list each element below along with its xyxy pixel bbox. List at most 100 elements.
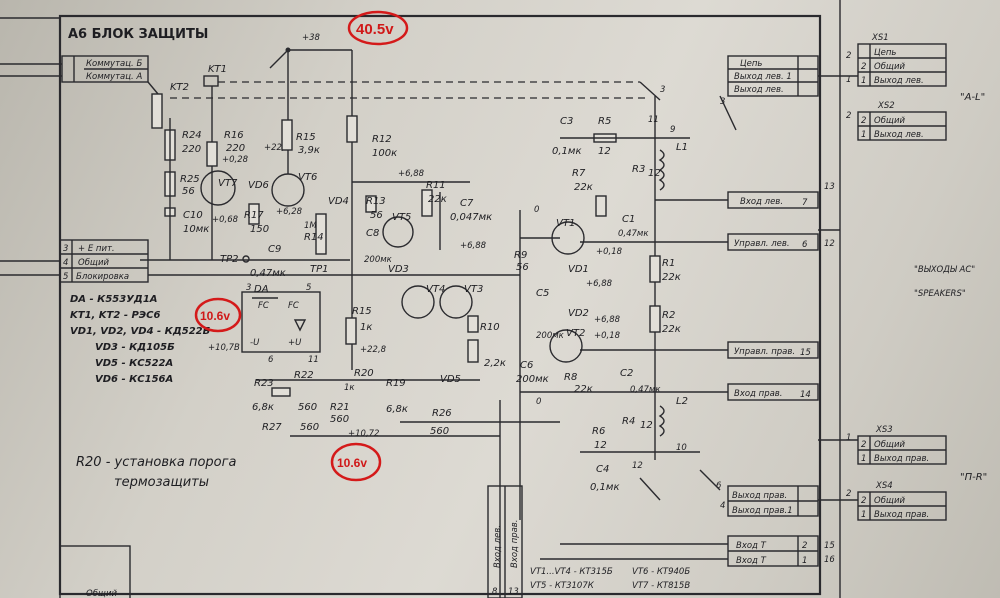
svg-text:Выход лев.: Выход лев. bbox=[734, 85, 784, 95]
footer-types-3: VT6 - КТ940Б bbox=[632, 567, 690, 577]
svg-text:1: 1 bbox=[802, 556, 807, 566]
svg-text:R3: R3 bbox=[632, 164, 645, 175]
svg-text:VT4: VT4 bbox=[426, 284, 445, 295]
left-pin-common: Общий bbox=[78, 258, 109, 268]
svg-text:R5: R5 bbox=[598, 116, 611, 127]
svg-text:L1: L1 bbox=[676, 142, 688, 153]
svg-text:R10: R10 bbox=[480, 322, 500, 333]
svg-text:R13: R13 bbox=[366, 196, 386, 207]
svg-text:3,9к: 3,9к bbox=[298, 145, 320, 156]
svg-text:VD5: VD5 bbox=[440, 374, 461, 385]
svg-text:12: 12 bbox=[640, 420, 653, 431]
svg-text:2: 2 bbox=[861, 496, 866, 506]
svg-text:0,47мк: 0,47мк bbox=[618, 229, 649, 239]
svg-text:16: 16 bbox=[824, 555, 835, 565]
svg-text:3: 3 bbox=[63, 244, 68, 254]
svg-text:VT5: VT5 bbox=[392, 212, 411, 223]
svg-text:14: 14 bbox=[800, 390, 811, 400]
svg-text:FC: FC bbox=[258, 301, 269, 311]
svg-text:R27: R27 bbox=[262, 422, 282, 433]
svg-text:Выход прав.: Выход прав. bbox=[874, 510, 929, 520]
transistor-vt2 bbox=[549, 329, 583, 363]
svg-text:10: 10 bbox=[676, 443, 687, 453]
svg-text:560: 560 bbox=[430, 426, 449, 437]
label-relay-kt1: KT1 bbox=[208, 64, 227, 75]
svg-text:VT2: VT2 bbox=[566, 328, 585, 339]
svg-text:12: 12 bbox=[824, 239, 835, 249]
svg-text:Вход прав.: Вход прав. bbox=[510, 519, 520, 568]
svg-text:3: 3 bbox=[660, 85, 665, 95]
svg-text:0,1мк: 0,1мк bbox=[590, 482, 620, 493]
svg-text:VD3: VD3 bbox=[388, 264, 409, 275]
left-conn-commut-a: Коммутац. А bbox=[86, 72, 142, 82]
svg-text:12: 12 bbox=[648, 168, 661, 179]
svg-text:3: 3 bbox=[246, 283, 251, 293]
lower-left-block bbox=[59, 545, 131, 598]
svg-text:2: 2 bbox=[846, 51, 851, 61]
svg-text:0,47мк: 0,47мк bbox=[630, 385, 661, 395]
svg-text:R16: R16 bbox=[224, 130, 244, 141]
svg-text:11: 11 bbox=[648, 115, 659, 125]
svg-text:R23: R23 bbox=[254, 378, 274, 389]
svg-text:Цепь: Цепь bbox=[874, 48, 896, 58]
svg-text:2,2к: 2,2к bbox=[484, 358, 506, 369]
svg-text:TP2: TP2 bbox=[220, 254, 239, 265]
svg-text:Общий: Общий bbox=[874, 62, 905, 72]
svg-text:XS1: XS1 bbox=[871, 33, 889, 43]
conn-xs1 bbox=[857, 43, 947, 87]
svg-text:6: 6 bbox=[268, 355, 274, 365]
svg-text:150: 150 bbox=[250, 224, 269, 235]
svg-text:0,47мк: 0,47мк bbox=[250, 268, 286, 279]
parts-list-line5: VD5 - КС522А bbox=[95, 358, 173, 369]
svg-text:1: 1 bbox=[846, 75, 851, 85]
parts-list-line3: VD1, VD2, VD4 - КД522Б bbox=[70, 326, 211, 337]
svg-text:R19: R19 bbox=[386, 378, 406, 389]
svg-text:200мк: 200мк bbox=[364, 255, 393, 265]
svg-text:"П-R": "П-R" bbox=[960, 472, 987, 483]
note-line1: R20 - установка порога bbox=[76, 455, 236, 470]
svg-text:R4: R4 bbox=[622, 416, 635, 427]
pin-in-left: Вход лев. bbox=[740, 197, 783, 207]
svg-text:200мк: 200мк bbox=[536, 331, 565, 341]
svg-text:+22,8: +22,8 bbox=[264, 143, 291, 153]
transistor-vt5 bbox=[382, 216, 414, 248]
svg-text:C4: C4 bbox=[596, 464, 609, 475]
svg-text:Выход прав.: Выход прав. bbox=[874, 454, 929, 464]
parts-list-line2: KT1, KT2 - РЭС6 bbox=[70, 310, 160, 321]
svg-text:R26: R26 bbox=[432, 408, 452, 419]
svg-text:Выход лев.: Выход лев. bbox=[874, 130, 924, 140]
svg-text:22к: 22к bbox=[662, 272, 681, 283]
svg-text:TP1: TP1 bbox=[310, 264, 329, 275]
svg-text:2: 2 bbox=[802, 541, 807, 551]
svg-text:FC: FC bbox=[288, 301, 299, 311]
svg-text:+0,18: +0,18 bbox=[596, 247, 623, 257]
svg-text:R20: R20 bbox=[354, 368, 374, 379]
svg-text:C6: C6 bbox=[520, 360, 533, 371]
svg-text:C7: C7 bbox=[460, 198, 474, 209]
svg-text:13: 13 bbox=[508, 587, 519, 597]
svg-text:+10,72: +10,72 bbox=[348, 429, 379, 439]
svg-text:560: 560 bbox=[298, 402, 317, 413]
svg-text:22к: 22к bbox=[662, 324, 681, 335]
svg-text:XS3: XS3 bbox=[875, 425, 893, 435]
svg-text:Выход прав.: Выход прав. bbox=[732, 491, 787, 501]
svg-text:VD2: VD2 bbox=[568, 308, 589, 319]
svg-text:XS2: XS2 bbox=[877, 101, 895, 111]
svg-text:2: 2 bbox=[861, 440, 866, 450]
svg-text:R2: R2 bbox=[662, 310, 675, 321]
annotation-voltage-da: 10.6v bbox=[200, 309, 230, 323]
svg-text:2: 2 bbox=[861, 116, 866, 126]
pin-ctrl-right: Управл. прав. bbox=[734, 347, 795, 357]
svg-text:22к: 22к bbox=[574, 384, 593, 395]
inductor-l2 bbox=[658, 405, 665, 437]
svg-text:12: 12 bbox=[632, 461, 643, 471]
svg-text:8: 8 bbox=[492, 587, 498, 597]
svg-text:4: 4 bbox=[63, 258, 68, 268]
svg-text:56: 56 bbox=[516, 262, 529, 273]
svg-text:0: 0 bbox=[534, 205, 539, 215]
svg-text:R21: R21 bbox=[330, 402, 350, 413]
svg-text:2: 2 bbox=[846, 489, 851, 499]
svg-text:5: 5 bbox=[63, 272, 68, 282]
svg-text:R7: R7 bbox=[572, 168, 586, 179]
